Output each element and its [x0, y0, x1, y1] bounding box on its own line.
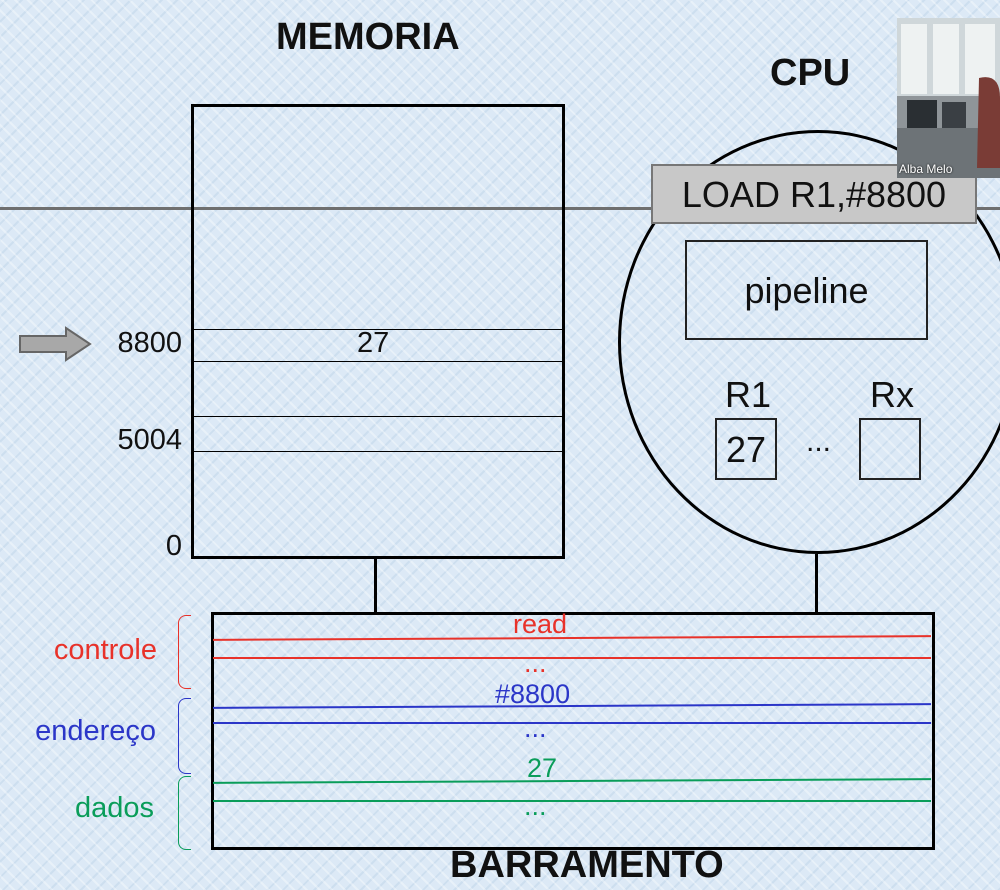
bus-control-line [213, 657, 931, 659]
brace-controle [178, 615, 191, 689]
instruction-box: LOAD R1,#8800 [651, 164, 977, 224]
memory-cell-value: 27 [357, 327, 390, 359]
address-label-5004: 5004 [117, 424, 182, 456]
register-r1-label: R1 [725, 374, 772, 415]
pipeline-box: pipeline [685, 240, 928, 340]
pointer-arrow-icon [19, 326, 92, 362]
group-label-controle: controle [53, 634, 157, 666]
memory-row-line [191, 329, 562, 330]
bus-address-ellipsis: ... [524, 713, 547, 743]
cpu-circle [618, 130, 1000, 554]
memory-row-line [191, 361, 562, 362]
video-scene-image [897, 18, 1000, 178]
brace-endereco [178, 698, 191, 774]
bus-block [211, 612, 935, 850]
memory-block [191, 104, 565, 559]
participant-name: Alba Melo [899, 162, 953, 176]
register-rx-box [859, 418, 921, 480]
separator-line [0, 207, 1000, 210]
bus-data-line [213, 800, 931, 802]
register-r1-box: 27 [715, 418, 777, 480]
cpu-title: CPU [770, 52, 851, 94]
address-label-8800: 8800 [117, 327, 182, 359]
memory-row-line [191, 451, 562, 452]
cpu-bus-connector [815, 554, 818, 614]
register-rx-label: Rx [870, 374, 914, 415]
video-thumbnail[interactable]: Alba Melo [897, 18, 1000, 178]
group-label-dados: dados [74, 792, 154, 824]
bus-data-top-text: 27 [527, 753, 558, 783]
register-ellipsis: ... [806, 425, 832, 458]
memory-row-line [191, 416, 562, 417]
brace-dados [178, 776, 191, 850]
bus-data-ellipsis: ... [524, 791, 547, 821]
bus-address-line [213, 722, 931, 724]
bus-address-top-text: #8800 [495, 679, 571, 709]
bus-control-top-text: read [513, 609, 568, 639]
memory-bus-connector [374, 556, 377, 614]
memory-title: MEMORIA [276, 16, 460, 58]
bus-title: BARRAMENTO [450, 844, 724, 886]
bus-control-ellipsis: ... [524, 648, 547, 678]
address-label-0: 0 [165, 530, 182, 562]
group-label-endereco: endereço [35, 715, 156, 747]
